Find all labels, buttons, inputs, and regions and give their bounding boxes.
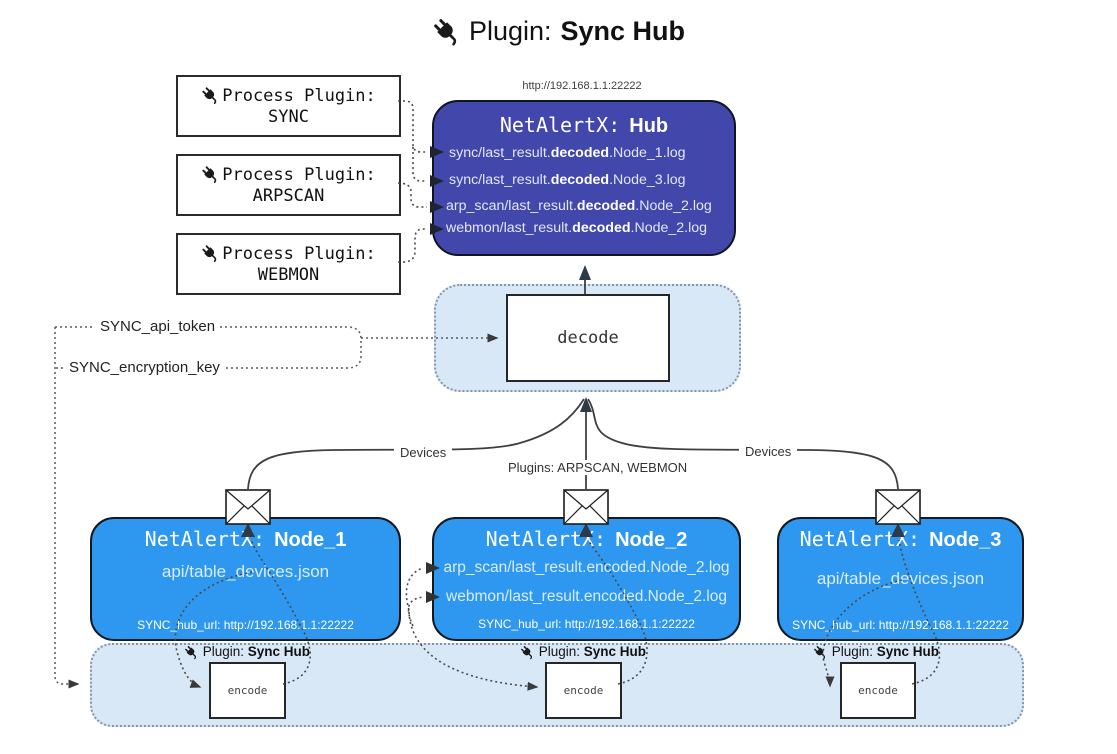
process-plugin-box-arpscan: Process Plugin: ARPSCAN (176, 154, 401, 216)
hub-file-line: arp_scan/last_result.decoded.Node_2.log (446, 198, 712, 214)
decode-box: decode (506, 294, 670, 382)
plug-icon (201, 165, 220, 184)
plugins-edge-label: Plugins: ARPSCAN, WEBMON (502, 460, 694, 475)
process-plugin-label: Process Plugin: (222, 85, 376, 106)
node-file-line: arp_scan/last_result.encoded.Node_2.log (443, 559, 730, 576)
node-box-node-2: NetAlertX:Node_2 arp_scan/last_result.en… (432, 517, 741, 641)
encode-box: encode (209, 662, 286, 719)
node-hub-url: SYNC_hub_url: http://192.168.1.1:22222 (792, 618, 1009, 632)
plug-icon (813, 645, 828, 660)
page-title-prefix: Plugin: (468, 16, 552, 46)
edge-arpscan-to-hub (397, 182, 427, 208)
edge-encode2-to-file-2 (407, 596, 424, 627)
hub-box: NetAlertX: Hub sync/last_result.decoded.N… (432, 100, 736, 256)
edge-node1-to-decode (247, 398, 585, 490)
plug-icon (184, 645, 199, 660)
edge-sync-to-hub-2 (412, 147, 427, 182)
hub-title: NetAlertX: Hub (434, 113, 734, 138)
encode-plugin-label: Plugin: Sync Hub (788, 644, 964, 660)
edge-encode2-to-file-1 (405, 567, 424, 611)
node-file-line: api/table_devices.json (816, 569, 985, 588)
node-box-node-1: NetAlertX:Node_1 api/table_devices.json … (90, 517, 401, 641)
devices-edge-label-left: Devices (394, 445, 453, 460)
process-plugin-box-webmon: Process Plugin: WEBMON (176, 233, 401, 295)
hub-title-name: Hub (629, 115, 669, 137)
node-title: NetAlertX:Node_3 (799, 527, 1002, 551)
process-plugin-label: Process Plugin: (222, 164, 376, 185)
page-title: Plugin: Sync Hub (0, 16, 1117, 47)
encode-plugin-label: Plugin: Sync Hub (495, 644, 671, 660)
node-file-line: webmon/last_result.encoded.Node_2.log (446, 588, 727, 605)
hub-file-line: sync/last_result.decoded.Node_1.log (449, 145, 686, 161)
process-plugin-name: ARPSCAN (252, 185, 325, 206)
devices-edge-label-right: Devices (739, 444, 798, 459)
sync-api-token-label: SYNC_api_token (95, 318, 221, 335)
node-hub-url: SYNC_hub_url: http://192.168.1.1:22222 (478, 617, 695, 631)
hub-url-label: http://192.168.1.1:22222 (522, 80, 642, 92)
plug-icon (201, 86, 220, 105)
node-hub-url: SYNC_hub_url: http://192.168.1.1:22222 (137, 618, 354, 632)
encode-box: encode (545, 662, 622, 719)
process-plugin-name: WEBMON (257, 264, 320, 285)
plug-icon (201, 244, 220, 263)
node-title: NetAlertX:Node_2 (485, 527, 688, 551)
node-file-line: api/table_devices.json (161, 562, 330, 581)
edge-sync-to-hub-1 (398, 100, 427, 153)
node-title: NetAlertX:Node_1 (144, 527, 347, 551)
plug-icon (520, 645, 535, 660)
sync-encryption-key-label: SYNC_encryption_key (64, 359, 225, 376)
process-plugin-box-sync: Process Plugin: SYNC (176, 75, 401, 137)
process-plugin-name: SYNC (268, 106, 309, 127)
hub-file-line: sync/last_result.decoded.Node_3.log (449, 172, 686, 188)
hub-file-line: webmon/last_result.decoded.Node_2.log (446, 220, 708, 236)
edge-settings-to-encode-panel (54, 327, 80, 689)
edge-webmon-to-hub (398, 228, 427, 263)
encode-box: encode (840, 662, 916, 719)
hub-title-prefix: NetAlertX: (499, 113, 621, 137)
node-box-node-3: NetAlertX:Node_3 api/table_devices.json … (777, 517, 1024, 641)
process-plugin-label: Process Plugin: (222, 243, 376, 264)
plug-icon (432, 17, 462, 47)
page-title-name: Sync Hub (560, 16, 686, 46)
encode-plugin-label: Plugin: Sync Hub (159, 644, 335, 660)
